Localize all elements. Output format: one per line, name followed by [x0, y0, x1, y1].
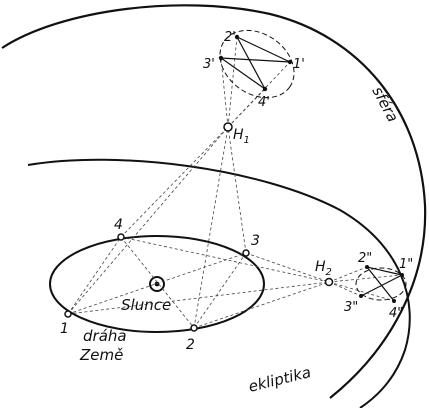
star-point-4a	[262, 86, 268, 92]
label-h2: H2	[315, 259, 332, 278]
label-point-3: 3	[251, 233, 260, 249]
label-star-3b: 3"	[344, 300, 358, 315]
earth-orbit	[49, 235, 265, 333]
label-star-2a: 2'	[224, 30, 236, 45]
ecliptic-arc	[27, 158, 411, 408]
label-star-1a: 1'	[293, 57, 305, 72]
point-h1	[223, 122, 233, 132]
label-star-4a: 4'	[258, 95, 270, 110]
label-star-4b: 4"	[389, 306, 403, 321]
sun-ring	[149, 276, 165, 292]
point-h2	[324, 277, 334, 287]
star-point-4b	[392, 299, 396, 303]
star-point-1b	[400, 273, 404, 277]
star-positions	[218, 34, 404, 303]
star-point-3a	[218, 55, 224, 61]
sight-lines	[67, 36, 403, 329]
star-point-2a	[234, 34, 240, 40]
label-h1: H1	[233, 127, 250, 146]
orbit-points	[64, 122, 334, 332]
orbit-point-3	[242, 249, 250, 257]
orbit-label-line2: Země	[79, 346, 123, 364]
sphere-label: sféra	[368, 83, 402, 125]
ecliptic-label: ekliptika	[247, 363, 313, 396]
label-star-1b: 1"	[399, 257, 413, 272]
orbit-label-line1: dráha	[83, 327, 127, 345]
celestial-sphere-arc	[1, 4, 427, 399]
apparent-ellipse-h2	[355, 267, 407, 301]
sun-label: Slunce	[121, 296, 171, 314]
label-star-2b: 2"	[358, 251, 372, 266]
apparent-ellipse-h1	[219, 29, 295, 99]
star-point-1a	[287, 59, 293, 65]
label-star-3a: 3'	[203, 57, 215, 72]
apparent-lines-h2	[360, 266, 403, 302]
star-point-3b	[359, 294, 363, 298]
label-point-4: 4	[114, 217, 123, 233]
orbit-point-4	[117, 233, 125, 241]
label-point-2: 2	[186, 337, 195, 353]
star-point-2b	[365, 265, 369, 269]
orbit-point-2	[190, 324, 198, 332]
label-point-1: 1	[60, 321, 69, 337]
apparent-lines-h1	[220, 36, 291, 90]
orbit-point-1	[64, 310, 72, 318]
